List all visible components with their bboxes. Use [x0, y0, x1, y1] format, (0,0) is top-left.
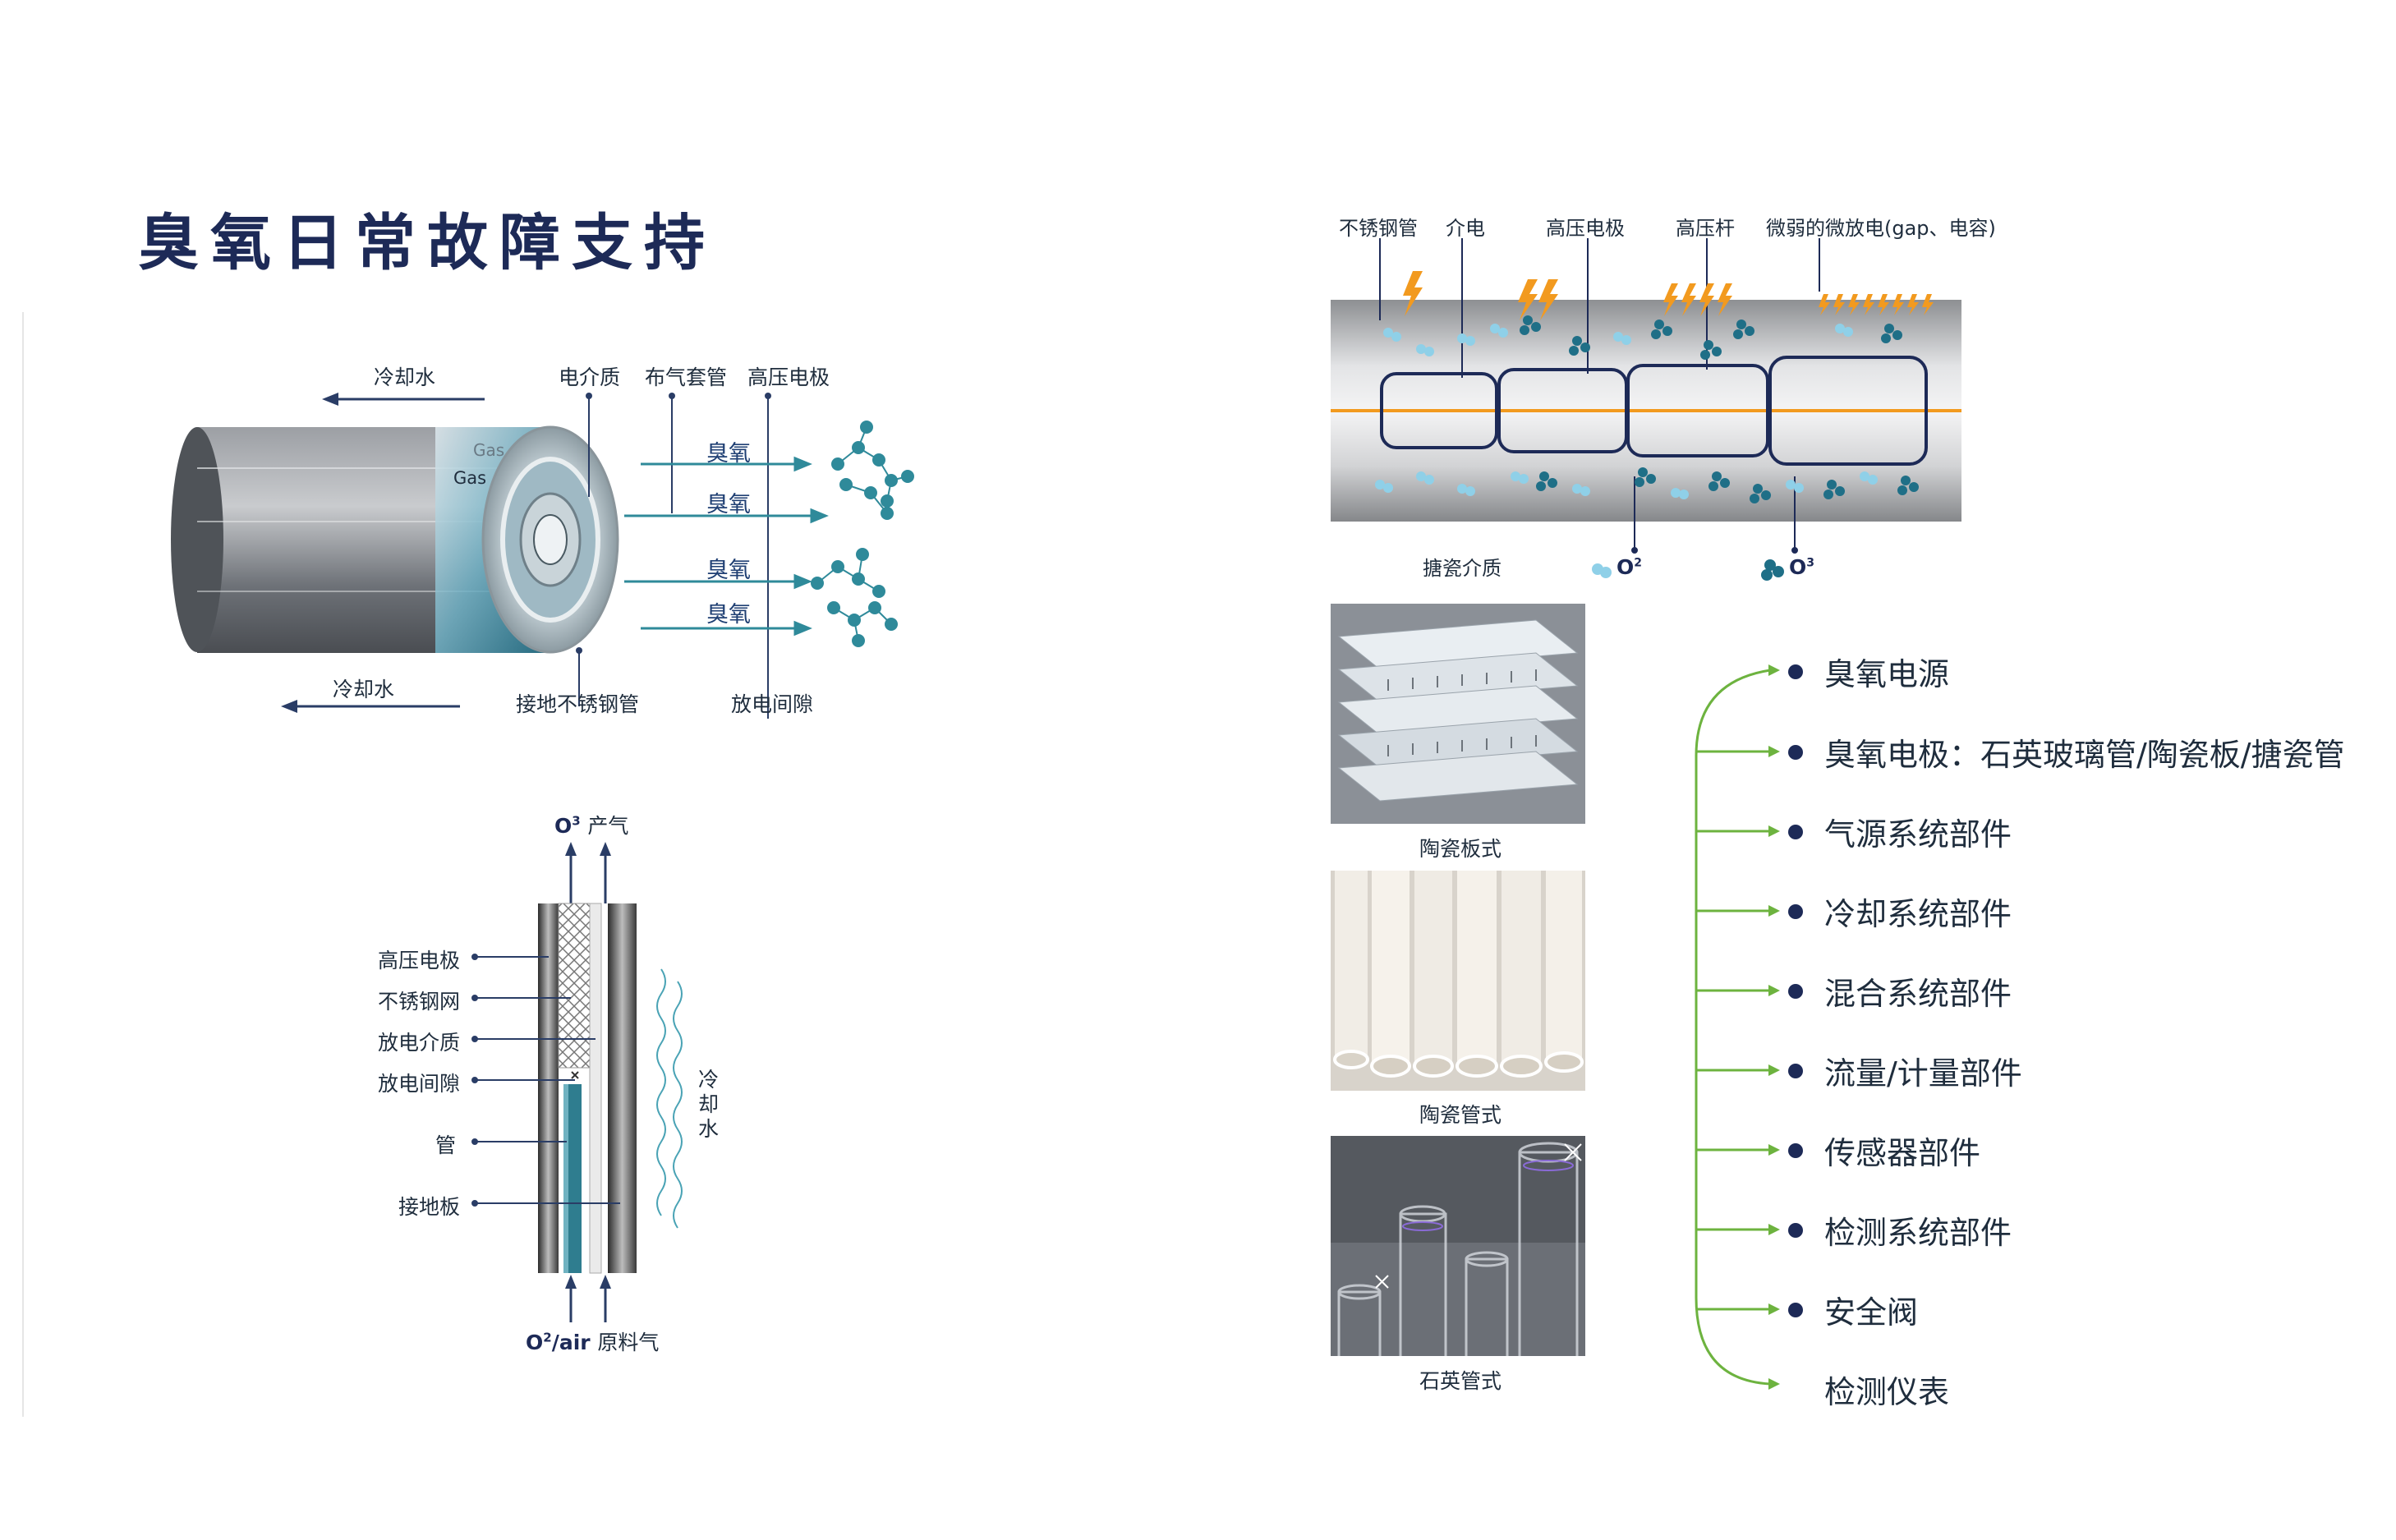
bullet-icon: [1788, 824, 1803, 839]
ozone-label-2: 臭氧: [706, 492, 751, 517]
ceramic-plate-caption: 陶瓷板式: [1419, 837, 1502, 861]
plate-label-dielectric: 放电介质: [378, 1031, 461, 1055]
label-stainless-tube: 不锈钢管: [1339, 217, 1418, 240]
discharge-gap-label: 放电间隙: [731, 692, 814, 716]
plate-top-label: O3 产气: [554, 813, 629, 838]
support-bracket: [1688, 657, 1795, 1396]
list-item: 混合系统部件: [1788, 968, 2012, 1014]
list-item: 臭氧电极：石英玻璃管/陶瓷板/搪瓷管: [1788, 729, 2345, 775]
list-item: 检测仪表: [1824, 1374, 1950, 1410]
quartz-tube-caption: 石英管式: [1419, 1369, 1502, 1393]
ozone-label-4: 臭氧: [706, 602, 751, 627]
cooling-water-vertical: 冷却水: [698, 1068, 720, 1141]
list-item: 冷却系统部件: [1788, 889, 2012, 934]
page-title: 臭氧日常故障支持: [138, 208, 716, 278]
label-o3: O3: [1789, 555, 1815, 579]
bullet-icon: [1788, 1063, 1803, 1078]
label-dielectric: 介电: [1446, 217, 1485, 240]
tube-diagram-graphic: [171, 393, 914, 719]
hv-electrode-label: 高压电极: [747, 365, 830, 389]
list-item: 臭氧电源: [1788, 649, 1949, 694]
plate-label-tube: 管: [435, 1133, 457, 1157]
coolant-label-top: 冷却水: [374, 365, 436, 389]
ceramic-tube-photo: [1331, 871, 1585, 1091]
enamel-diagram-graphic: [1331, 238, 1961, 581]
bullet-icon: [1788, 1222, 1803, 1238]
list-item: 流量/计量部件: [1788, 1048, 2022, 1093]
label-o2: O2: [1616, 555, 1643, 579]
plate-bottom-label: O2/air 原料气: [526, 1330, 660, 1354]
plate-diagram: O3 产气 高压电极 不锈钢网 放电介质 放电间隙 管 接地板 冷却水 O2/a…: [361, 805, 789, 1372]
enamel-diagram: 不锈钢管 介电 高压电极 高压杆 微弱的微放电(gap、电容) 搪瓷介质 O2 …: [1331, 205, 2021, 591]
plate-diagram-graphic: [471, 842, 683, 1322]
coolant-label-bottom: 冷却水: [333, 678, 395, 701]
ceramic-tube-caption: 陶瓷管式: [1419, 1103, 1502, 1127]
label-hv-rod: 高压杆: [1676, 217, 1735, 240]
plate-label-mesh: 不锈钢网: [378, 990, 461, 1014]
ground-tube-label: 接地不锈钢管: [516, 692, 640, 716]
ceramic-plate-photo: [1331, 604, 1585, 824]
list-item: 传感器部件: [1788, 1128, 1980, 1173]
bullet-icon: [1788, 664, 1803, 679]
bullet-icon: [1788, 744, 1803, 760]
plate-label-hv: 高压电极: [378, 949, 461, 972]
list-item: 检测系统部件: [1788, 1207, 2012, 1253]
tube-diagram: 冷却水 电介质 布气套管 高压电极 Gas Gas 臭氧 臭氧 臭氧 臭氧 冷却…: [164, 345, 953, 731]
plate-label-gap: 放电间隙: [378, 1072, 461, 1096]
dielectric-label: 电介质: [559, 365, 621, 389]
bullet-icon: [1788, 983, 1803, 999]
list-item: 安全阀: [1788, 1287, 1918, 1332]
bullet-icon: [1788, 903, 1803, 919]
ozone-label-1: 臭氧: [706, 441, 751, 467]
bullet-icon: [1788, 1302, 1803, 1317]
label-enamel-medium: 搪瓷介质: [1423, 557, 1502, 580]
frame-line: [22, 312, 24, 1417]
ozone-label-3: 臭氧: [706, 558, 751, 583]
list-item: 气源系统部件: [1788, 809, 2012, 854]
quartz-tube-photo: [1331, 1136, 1585, 1356]
plate-label-ground: 接地板: [398, 1195, 461, 1219]
label-hv-electrode: 高压电极: [1546, 217, 1625, 240]
label-micro-discharge: 微弱的微放电(gap、电容): [1766, 217, 1996, 240]
gas-inner-label: Gas: [453, 468, 487, 488]
gas-sleeve-label: 布气套管: [645, 365, 728, 389]
bullet-icon: [1788, 1142, 1803, 1158]
gas-outer-label: Gas: [473, 440, 505, 460]
